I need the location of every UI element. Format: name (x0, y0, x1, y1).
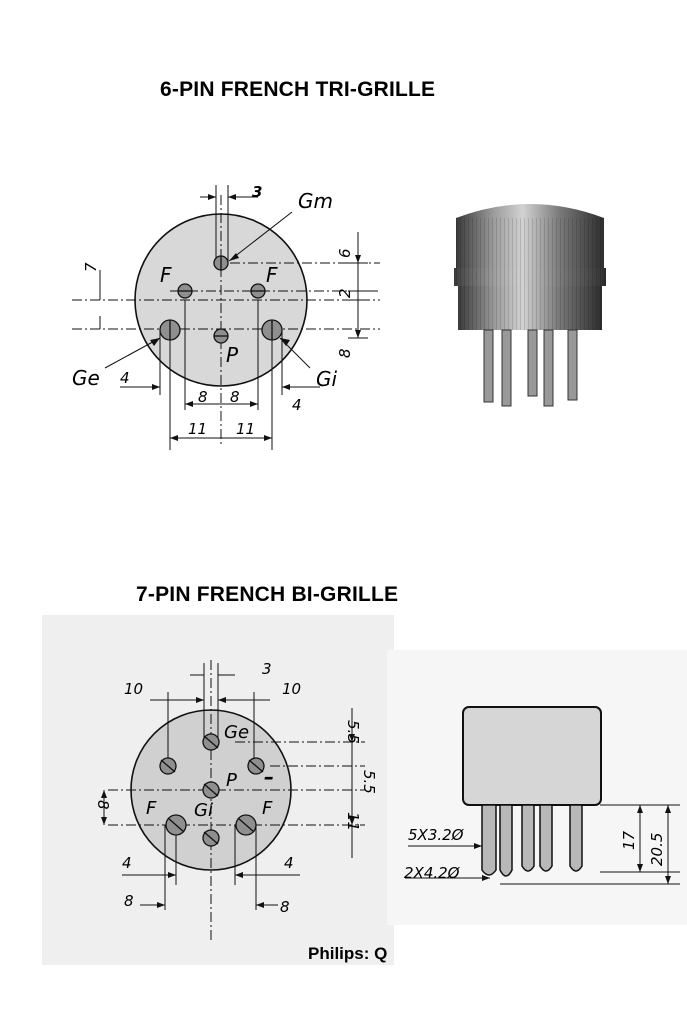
dim-top-3: 3 (252, 183, 262, 201)
dim-bottom-right-8: 8 (280, 898, 290, 916)
dim-right-5-5-a: 5.5 (344, 720, 362, 744)
dim-mid-left-8: 8 (198, 388, 208, 406)
dim-right-8: 8 (336, 348, 354, 358)
pin-label-ge: Ge (72, 366, 100, 390)
dim-mid-right-8: 8 (230, 388, 240, 406)
pin-label-ge-7: Ge (224, 722, 249, 743)
dim-right-4-7: 4 (284, 854, 294, 872)
dim-left-4: 4 (120, 369, 130, 387)
dim-right-4: 4 (292, 396, 302, 414)
dim-left-8: 8 (94, 800, 112, 810)
pin-label-f-left: F (160, 263, 172, 287)
dim-right-5-5-b: 5.5 (360, 770, 378, 794)
dim-bottom-left-8: 8 (124, 892, 134, 910)
section1-title: 6-PIN FRENCH TRI-GRILLE (160, 78, 436, 101)
dim-top-left-10: 10 (124, 680, 143, 698)
pin-label-f-right: F (266, 263, 278, 287)
pin-label-f-left-7: F (146, 798, 157, 819)
section2-title: 7-PIN FRENCH BI-GRILLE (136, 583, 399, 606)
dim-right-2: 2 (336, 288, 354, 298)
pin-label-gi-7: Gi (194, 800, 213, 821)
dim-bottom-right-11: 11 (236, 420, 255, 438)
dim-bottom-left-11: 11 (188, 420, 207, 438)
pin-label-p-7: P (226, 770, 237, 791)
side-label-pins-thick: 2X4.2Ø (404, 864, 461, 882)
side-dim-20-5: 20.5 (648, 833, 666, 866)
caption: Philips: Q (308, 944, 388, 963)
pin-label-p: P (226, 343, 239, 367)
bi-grille-side-view: 5X3.2Ø 2X4.2Ø 17 20.5 (387, 650, 687, 925)
pin-label-gi: Gi (316, 367, 337, 391)
side-dim-17: 17 (620, 830, 638, 850)
side-label-pins-thin: 5X3.2Ø (408, 826, 465, 844)
pin-label-minus: – (264, 765, 274, 789)
dim-right-6: 6 (336, 248, 354, 258)
dim-left-4-7: 4 (122, 854, 132, 872)
bi-grille-base-diagram: Ge P – F Gi F 3 10 10 5.5 5.5 11 8 4 4 8… (42, 615, 394, 965)
dim-top-3-7: 3 (262, 660, 272, 678)
dim-top-right-10: 10 (282, 680, 301, 698)
dim-left-7: 7 (82, 262, 100, 272)
pin-label-f-right-7: F (262, 798, 273, 819)
pin-label-gm: Gm (298, 189, 333, 213)
tri-grille-base-diagram: Gm F F Ge Gi P 3 6 2 8 7 4 8 8 4 11 11 (72, 183, 380, 450)
tri-grille-base-photo (454, 204, 606, 407)
dim-right-11: 11 (344, 812, 362, 831)
